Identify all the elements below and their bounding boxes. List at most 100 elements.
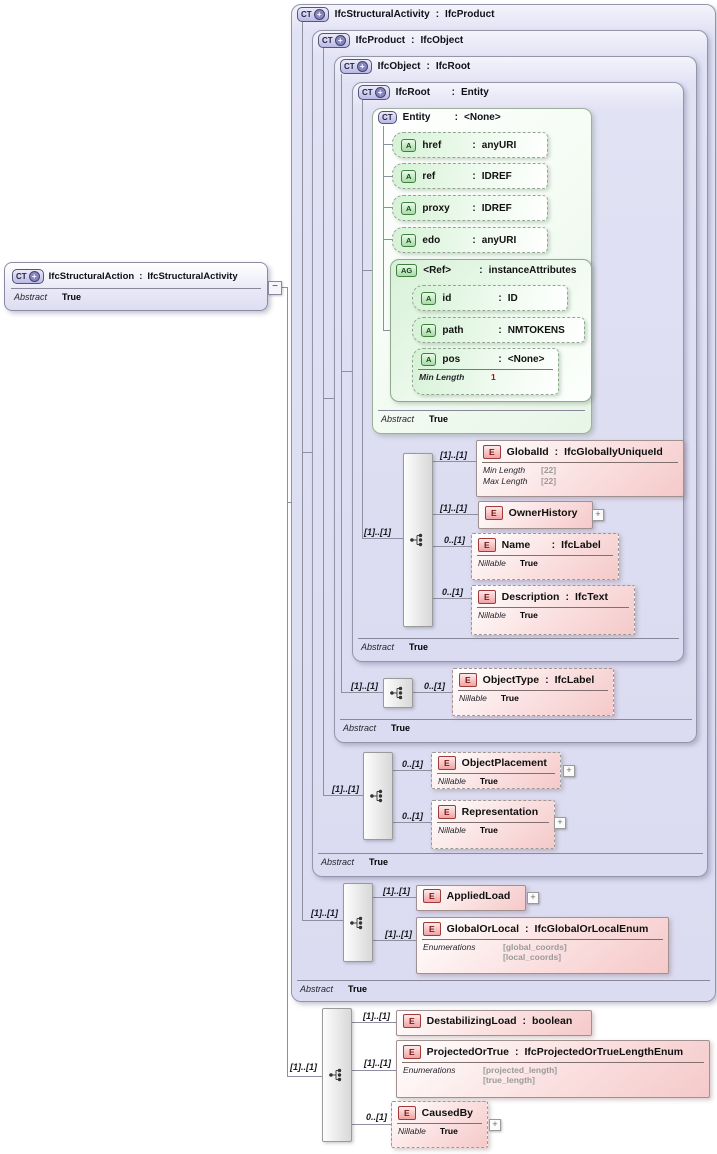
connector-line [432, 461, 476, 462]
attribute-pos: A pos:<None> Min Length 1 [412, 348, 559, 395]
connector-line [302, 920, 343, 921]
connector-line [302, 452, 312, 453]
element-icon: E [483, 445, 501, 459]
attribute-icon: A [401, 233, 417, 247]
attribute-ref: A ref:IDREF [392, 163, 548, 189]
connector-line [383, 144, 392, 145]
cardinality-label: 0..[1] [444, 535, 466, 545]
header-entity: CT Entity:<None> [378, 111, 501, 124]
connector-line [392, 822, 431, 823]
collapse-handle[interactable]: − [268, 281, 282, 295]
element-icon: E [398, 1106, 416, 1120]
facets: Min Length[22] Max Length[22] [482, 462, 678, 488]
element-icon: E [438, 805, 456, 819]
expand-button[interactable]: + [592, 509, 604, 521]
connector-line [287, 1076, 322, 1077]
connector-line [351, 1070, 396, 1071]
element-header: E ObjectPlacement [432, 753, 560, 772]
connector-line [287, 287, 288, 1076]
element-header: E AppliedLoad [417, 886, 525, 905]
element-icon: E [423, 922, 441, 936]
attribute-icon: A [401, 201, 417, 215]
sequence-icon [370, 789, 383, 803]
connector-line [341, 692, 383, 693]
facet-min-length: Min Length 1 [418, 369, 553, 384]
attribute-group-header: AG <Ref>:instanceAttributes [396, 264, 576, 277]
header-ifcproduct: CT+ IfcProduct:IfcObject [318, 33, 463, 48]
plus-icon: + [356, 61, 368, 72]
connector-line [432, 598, 471, 599]
sequence-icon [329, 1068, 342, 1082]
element-header: E ProjectedOrTrue:IfcProjectedOrTrueLeng… [397, 1041, 709, 1061]
expand-button[interactable]: + [554, 817, 566, 829]
plus-icon: + [28, 271, 40, 282]
divider [11, 288, 261, 289]
element-destabilizingload: E DestabilizingLoad:boolean [396, 1010, 592, 1036]
attribute-path: A path:NMTOKENS [412, 317, 585, 343]
connector-line [372, 897, 416, 898]
complextype-icon: CT+ [340, 59, 372, 74]
sequence-connector [403, 453, 433, 627]
connector-line [281, 287, 288, 288]
sequence-connector [363, 752, 393, 840]
attribute-id: A id:ID [412, 285, 568, 311]
connector-line [432, 546, 471, 547]
connector-line [383, 126, 384, 330]
complextype-icon: CT+ [297, 7, 329, 22]
element-header: E OwnerHistory [479, 502, 592, 522]
header-ifcstructuralactivity: CT+ IfcStructuralActivity:IfcProduct [297, 7, 495, 22]
plus-icon: + [313, 9, 325, 20]
attribute-icon: A [401, 138, 417, 152]
attribute-href: A href:anyURI [392, 132, 548, 158]
element-header: E GlobalOrLocal:IfcGlobalOrLocalEnum [417, 918, 668, 938]
element-icon: E [403, 1014, 421, 1028]
cardinality-label: [1]..[1] [364, 1058, 391, 1068]
cardinality-label: [1]..[1] [290, 1062, 317, 1072]
element-icon: E [478, 538, 496, 552]
cardinality-label: [1]..[1] [383, 886, 410, 896]
cardinality-label: 0..[1] [366, 1112, 388, 1122]
cardinality-label: [1]..[1] [385, 929, 412, 939]
element-icon: E [478, 590, 496, 604]
header-ifcroot: CT+ IfcRoot:Entity [358, 85, 489, 100]
attribute-icon: A [421, 291, 437, 305]
facet-min-length: Min Length[22] [483, 465, 557, 475]
element-icon: E [438, 756, 456, 770]
enumeration-values: [projected_length] [true_length] [483, 1065, 558, 1085]
cardinality-label: [1]..[1] [440, 503, 467, 513]
cardinality-label: 0..[1] [442, 587, 464, 597]
connector-line [287, 502, 292, 503]
element-ownerhistory: E OwnerHistory [478, 501, 593, 529]
element-globalid: E GlobalId:IfcGloballyUniqueId Min Lengt… [476, 440, 684, 497]
cardinality-label: 0..[1] [424, 681, 446, 691]
connector-line [362, 538, 403, 539]
cardinality-label: [1]..[1] [363, 1011, 390, 1021]
connector-line [341, 371, 352, 372]
expand-button[interactable]: + [489, 1119, 501, 1131]
expand-button[interactable]: + [563, 765, 575, 777]
connector-line [392, 770, 431, 771]
sequence-connector [322, 1008, 352, 1142]
attribute-icon: A [401, 169, 417, 183]
sequence-icon [410, 533, 423, 547]
cardinality-label: [1]..[1] [440, 450, 467, 460]
complextype-icon: CT+ [358, 85, 390, 100]
sequence-connector [383, 678, 413, 708]
connector-line [412, 692, 452, 693]
enumerations-row: Enumerations [projected_length] [true_le… [402, 1062, 704, 1087]
element-header: E Description:IfcText [472, 586, 634, 606]
expand-button[interactable]: + [527, 892, 539, 904]
connector-line [383, 176, 392, 177]
